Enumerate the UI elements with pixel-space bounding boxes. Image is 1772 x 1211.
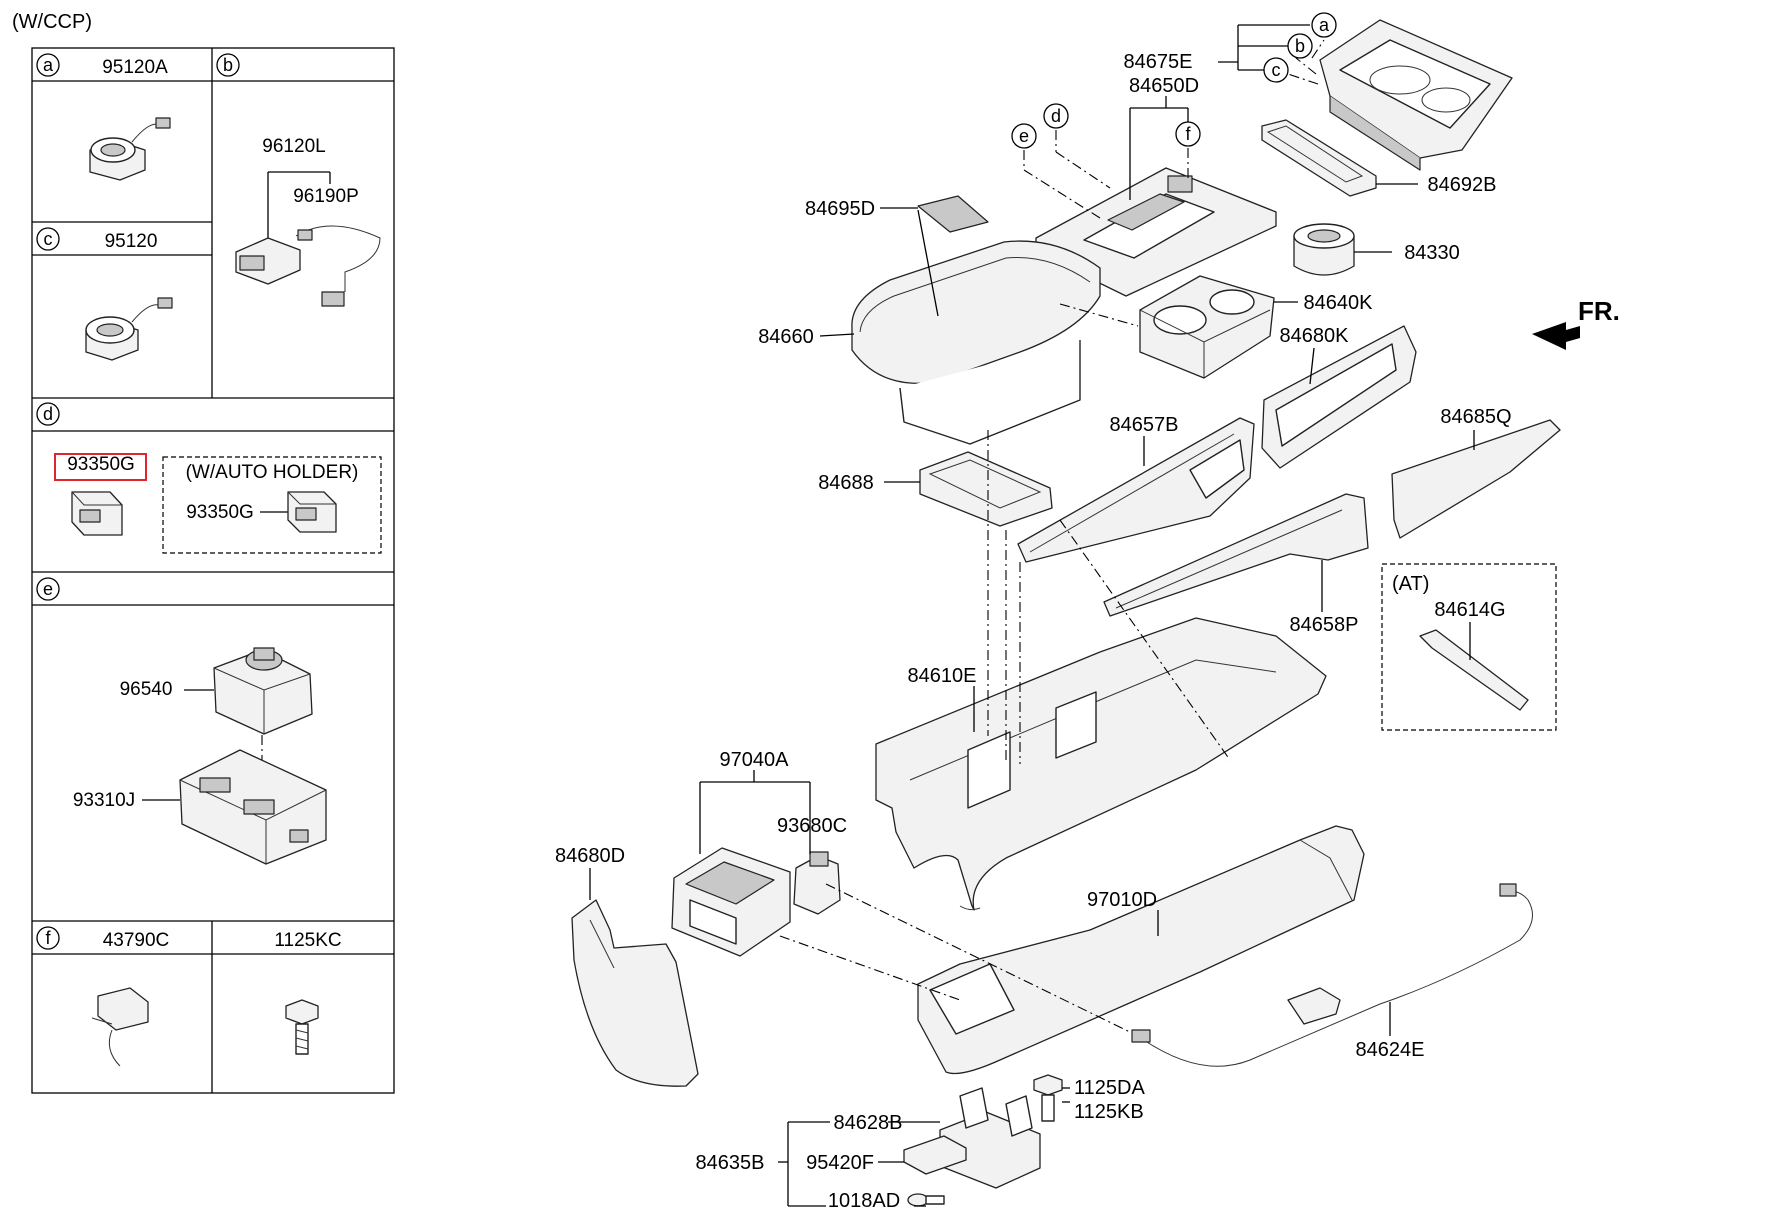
label-93680C: 93680C [777, 815, 847, 837]
label-84657B: 84657B [1110, 414, 1179, 436]
label-84635B: 84635B [696, 1152, 765, 1174]
label-84330: 84330 [1404, 242, 1460, 264]
switch-icon [71, 491, 123, 536]
leader-lines [589, 24, 1475, 1207]
label-1125KB: 1125KB [1074, 1101, 1144, 1123]
cup-holder-part [1139, 275, 1275, 379]
power-outlet-icon [89, 117, 171, 181]
front-arrow-icon [1532, 322, 1580, 350]
legend-letter-e-icon [36, 577, 60, 601]
label-97010D: 97010D [1087, 889, 1157, 911]
legend-letter-d-icon [36, 402, 60, 426]
controller-knob-icon [213, 647, 313, 735]
tray-part [1261, 119, 1377, 197]
bolt-part-icon [1033, 1074, 1063, 1122]
label-84688: 84688 [818, 472, 874, 494]
callout-c: c [1272, 60, 1281, 80]
legend-letter-c: c [44, 229, 53, 249]
vent-switch-part [793, 851, 841, 915]
upper-panel-part [1319, 19, 1513, 171]
callout-f: f [1185, 124, 1191, 144]
label-97040A: 97040A [720, 749, 790, 771]
label-84680D: 84680D [555, 845, 625, 867]
label-1125DA: 1125DA [1074, 1077, 1145, 1099]
label-84610E: 84610E [908, 665, 977, 687]
label-84660: 84660 [758, 326, 814, 348]
clip-part-icon [907, 1193, 945, 1207]
console-body-part [875, 617, 1327, 911]
legend-part-a: 95120A [102, 57, 168, 78]
legend-part-b1: 96120L [262, 136, 325, 157]
wiring-harness-part [1131, 883, 1533, 1067]
at-box: (AT) 84614G [1381, 563, 1557, 731]
label-84650D: 84650D [1129, 75, 1199, 97]
at-part: 84614G [1434, 599, 1505, 621]
highlight-box [54, 453, 147, 481]
legend-letter-a: a [43, 55, 54, 75]
auto-holder-part: 93350G [186, 502, 254, 523]
callout-b: b [1295, 36, 1305, 56]
shifter-bezel-part [1035, 167, 1277, 297]
auto-holder-label: (W/AUTO HOLDER) [186, 462, 359, 483]
pad-part [917, 195, 989, 233]
bracket-part [919, 451, 1053, 527]
label-84692B: 84692B [1428, 174, 1497, 196]
side-rail-part [1017, 417, 1255, 563]
legend-part-d: 93350G [67, 454, 135, 475]
legend-part-f: 43790C [103, 930, 170, 951]
rear-cover-part [571, 899, 699, 1087]
legend-letter-e: e [43, 579, 53, 599]
legend-letter-f-icon [36, 926, 60, 950]
air-duct-part [917, 825, 1365, 1075]
legend-table: a 95120A b c 95120 d e f 43790C 1125KC [31, 47, 395, 1094]
legend-letter-c-icon [36, 227, 60, 251]
side-cover-part [1261, 325, 1417, 469]
bolt-icon [285, 999, 319, 1055]
callout-a: a [1319, 15, 1330, 35]
legend-part-b2: 96190P [293, 186, 359, 207]
label-84640K: 84640K [1304, 292, 1374, 314]
guide-lines [779, 39, 1325, 1033]
label-84680K: 84680K [1280, 325, 1350, 347]
cup-holder-insert-part [1293, 223, 1355, 276]
outlet-icon [85, 297, 173, 361]
label-84628B: 84628B [834, 1112, 903, 1134]
switch-panel-icon [179, 749, 327, 865]
lower-bracket-part [939, 1087, 1041, 1189]
side-trim-part [1391, 419, 1561, 539]
auto-holder-box [162, 456, 382, 554]
long-rail-part [1103, 493, 1369, 617]
label-84685Q: 84685Q [1440, 406, 1511, 428]
usb-jack-icon [235, 225, 381, 307]
variant-label: (W/CCP) [12, 11, 92, 33]
front-label: FR. [1578, 296, 1620, 326]
label-1018AD: 1018AD [828, 1190, 900, 1211]
legend-letter-a-icon [36, 53, 60, 77]
callout-letters: a b c d e f [1011, 12, 1337, 149]
auto-holder-switch-icon [287, 491, 337, 533]
label-95420F: 95420F [806, 1152, 874, 1174]
rear-vent-part [671, 847, 791, 957]
armrest-part [851, 240, 1101, 445]
legend-letter-b-icon [216, 53, 240, 77]
label-84695D: 84695D [805, 198, 875, 220]
legend-part-c: 95120 [105, 231, 158, 252]
legend-part-e2: 93310J [73, 790, 135, 811]
clip-icon [91, 987, 149, 1067]
legend-part-g: 1125KC [274, 930, 341, 951]
callout-d: d [1051, 106, 1061, 126]
legend-letter-d: d [43, 404, 53, 424]
legend-letter-f: f [45, 928, 51, 948]
label-84658P: 84658P [1290, 614, 1359, 636]
part-labels: 84675E 84650D 84692B 84695D 84330 84640K… [555, 51, 1620, 1211]
label-84624E: 84624E [1356, 1039, 1425, 1061]
legend-part-e1: 96540 [120, 679, 173, 700]
legend-letter-b: b [223, 55, 233, 75]
label-84675E: 84675E [1124, 51, 1193, 73]
at-label: (AT) [1392, 573, 1429, 595]
callout-e: e [1019, 126, 1029, 146]
